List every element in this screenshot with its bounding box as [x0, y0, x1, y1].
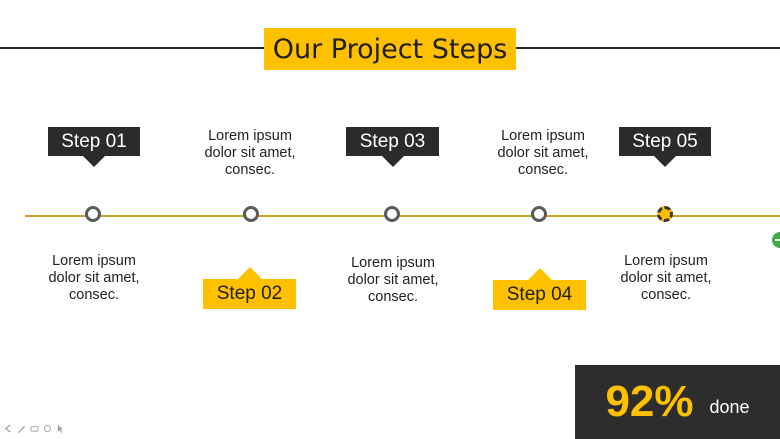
- progress-percent: 92%: [605, 377, 694, 426]
- timeline-node-1: [85, 206, 101, 222]
- timeline-node-3: [384, 206, 400, 222]
- timeline-node-2: [243, 206, 259, 222]
- timeline-node-4: [531, 206, 547, 222]
- progress-box: 92% done: [575, 365, 780, 439]
- highlighter-icon[interactable]: [43, 424, 52, 433]
- timeline-node-5-current: [657, 206, 673, 222]
- step-tag-4: Step 04: [493, 268, 586, 310]
- step-tag-3: Step 03: [346, 127, 439, 167]
- pointer-icon[interactable]: [56, 424, 65, 433]
- slideshow-toolbar: [4, 424, 65, 433]
- slide-title: Our Project Steps: [264, 28, 516, 70]
- step-tag-1: Step 01: [48, 127, 140, 167]
- pen-icon[interactable]: [17, 424, 26, 433]
- slide-nav-prev-icon[interactable]: [4, 424, 13, 433]
- eraser-icon[interactable]: [30, 424, 39, 433]
- step-tag-5: Step 05: [619, 127, 711, 167]
- progress-label: done: [709, 396, 750, 417]
- zoom-in-icon[interactable]: [770, 230, 780, 250]
- step-tag-2: Step 02: [203, 267, 296, 309]
- timeline-line: [25, 215, 780, 217]
